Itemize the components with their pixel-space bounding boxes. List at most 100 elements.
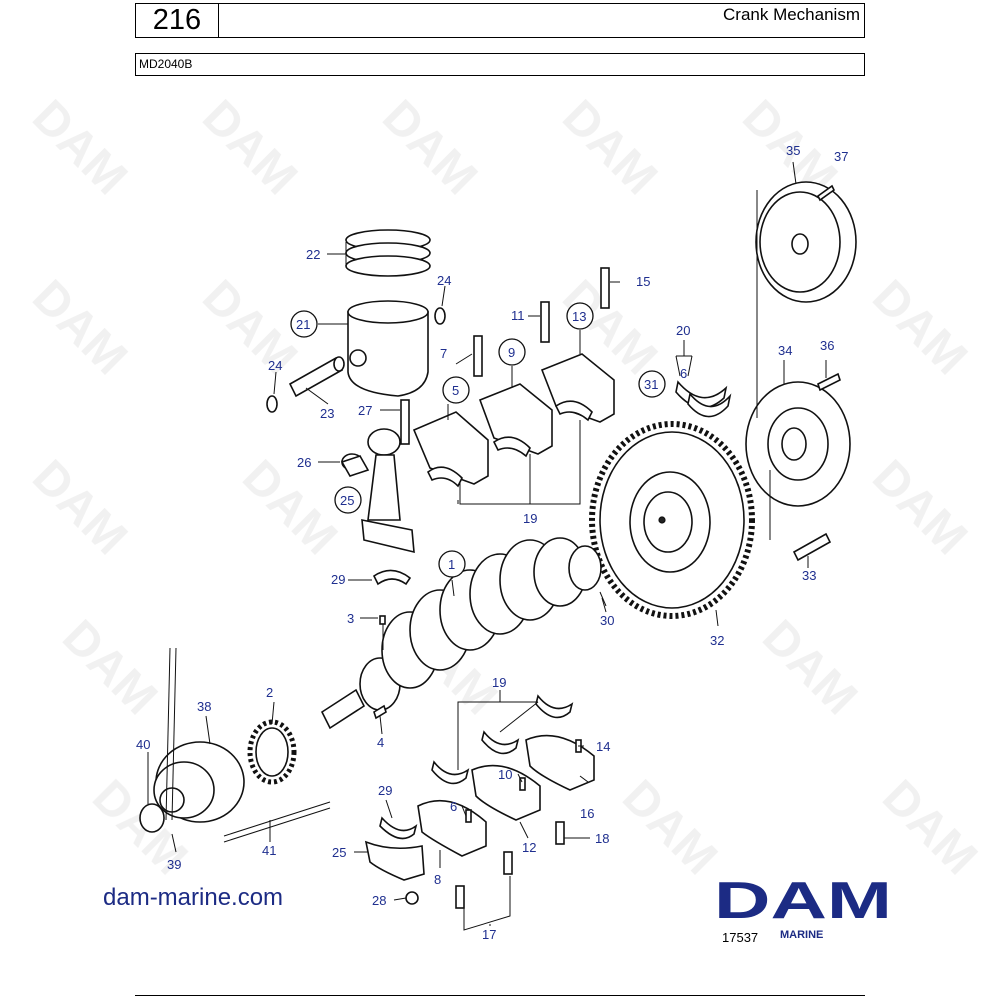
callout-14: 14	[596, 739, 610, 754]
callout-13: 13	[572, 309, 586, 324]
callout-41: 41	[262, 843, 276, 858]
callout-19-lower: 19	[492, 675, 506, 690]
callout-23: 23	[320, 406, 334, 421]
conrod-bushing	[340, 453, 370, 477]
website-link[interactable]: dam-marine.com	[103, 884, 284, 911]
callout-25-upper: 25	[340, 493, 354, 508]
key-3	[379, 615, 386, 625]
watermark-text: DAM	[612, 770, 727, 885]
model-code: MD2040B	[139, 57, 193, 71]
bolt-17a	[455, 885, 465, 909]
bolt-33	[792, 532, 832, 562]
conrod-cap	[364, 840, 425, 881]
callout-36: 36	[820, 338, 834, 353]
callout-ring-9	[498, 338, 526, 366]
bearing-shell-lower-c	[535, 694, 574, 719]
model-bar: MD2040B	[135, 53, 865, 76]
callout-29-lower: 29	[378, 783, 392, 798]
crankshaft-gear	[247, 719, 297, 785]
callout-7: 7	[440, 346, 447, 361]
brand-subtitle: MARINE	[780, 929, 824, 941]
callout-18: 18	[595, 831, 609, 846]
bolt-11	[540, 301, 550, 343]
bolt-37	[816, 184, 836, 202]
watermark-text: DAM	[22, 270, 137, 385]
dowel-6	[465, 809, 472, 823]
watermark-text: DAM	[862, 270, 977, 385]
conrod-cap-shell	[379, 816, 418, 840]
piston-rings	[345, 229, 431, 277]
lower-bearing-cap-16	[525, 734, 595, 791]
watermark-text: DAM	[752, 610, 867, 725]
bolt-15	[600, 267, 610, 309]
page-title: Crank Mechanism	[723, 5, 860, 24]
bolt-18	[555, 821, 565, 845]
leader-lines	[147, 161, 827, 931]
nut-28	[405, 891, 419, 905]
callout-10: 10	[498, 767, 512, 782]
watermark-text: DAM	[232, 450, 347, 565]
callout-1: 1	[448, 557, 455, 572]
callout-ring-5	[442, 376, 470, 404]
main-bearing-cap-13	[540, 353, 615, 423]
callout-16: 16	[580, 806, 594, 821]
callout-37: 37	[834, 149, 848, 164]
callout-32: 32	[710, 633, 724, 648]
callout-9: 9	[508, 345, 515, 360]
watermark-text: DAM	[192, 90, 307, 205]
callout-ring-25	[334, 486, 362, 514]
callout-24-lower: 24	[268, 358, 282, 373]
bolt-36	[817, 372, 841, 392]
thrust-washers	[675, 380, 732, 418]
main-bearing-cap-5	[412, 411, 489, 488]
watermark-text: DAM	[22, 450, 137, 565]
document-number: 17537	[722, 930, 759, 945]
callout-38: 38	[197, 699, 211, 714]
circlip-upper	[434, 307, 446, 325]
callout-ring-21	[290, 310, 318, 338]
callout-40: 40	[136, 737, 150, 752]
callout-22: 22	[306, 247, 320, 262]
key-4	[373, 704, 387, 720]
callout-27: 27	[358, 403, 372, 418]
piston-pin	[288, 356, 345, 398]
watermark-text: DAM	[872, 770, 987, 885]
callout-17: 17	[482, 927, 496, 942]
callout-ring-1	[438, 550, 466, 578]
dowel-10	[519, 777, 526, 791]
callout-11: 11	[511, 308, 525, 323]
callout-4: 4	[377, 735, 384, 750]
callout-26: 26	[297, 455, 311, 470]
dam-logo: DAM	[714, 872, 892, 930]
callout-25-lower: 25	[332, 845, 346, 860]
callout-39: 39	[167, 857, 181, 872]
callout-15: 15	[636, 274, 650, 289]
callout-33: 33	[802, 568, 816, 583]
callout-35: 35	[786, 143, 800, 158]
piston	[347, 300, 429, 397]
callout-24-upper: 24	[437, 273, 451, 288]
callout-6-lower: 6	[450, 799, 457, 814]
callout-12: 12	[522, 840, 536, 855]
callout-3: 3	[347, 611, 354, 626]
bearing-shell-lower-a	[431, 760, 470, 785]
header-bar: 216 Crank Mechanism	[135, 3, 865, 38]
main-bearing-cap-9	[478, 383, 553, 458]
pin-30	[599, 591, 607, 607]
drive-plate	[745, 381, 851, 507]
crankshaft	[320, 537, 602, 730]
callout-20: 20	[676, 323, 690, 338]
page-number: 216	[136, 4, 219, 37]
footer-divider	[135, 995, 865, 996]
callout-8: 8	[434, 872, 441, 887]
watermark-text: DAM	[22, 90, 137, 205]
conrod-bearing-shell	[372, 569, 412, 586]
callout-28: 28	[372, 893, 386, 908]
bolt-7	[473, 335, 483, 377]
circlip-lower	[266, 395, 278, 413]
callout-34: 34	[778, 343, 792, 358]
watermark-text: DAM	[552, 90, 667, 205]
dam-logo-text: DAM	[714, 872, 892, 930]
watermark-text: DAM	[52, 610, 167, 725]
